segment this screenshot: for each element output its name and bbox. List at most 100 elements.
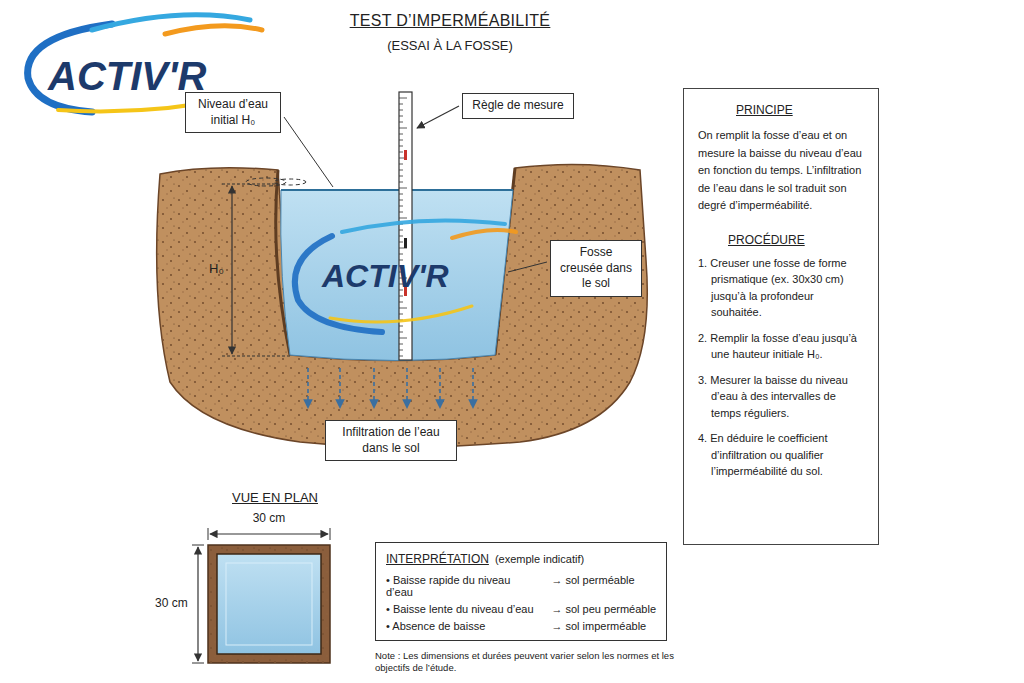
table-cell: • Baisse rapide du niveau d’eau xyxy=(386,574,537,598)
plan-pit-rim xyxy=(208,545,330,663)
plan-pit-texture xyxy=(208,545,330,663)
ruler-tick xyxy=(399,98,407,99)
ruler-tick xyxy=(399,236,403,237)
infiltration-arrow xyxy=(339,368,341,408)
callout-box: Infiltration de l’eau dans le sol xyxy=(325,420,457,461)
procedure-step: 3. Mesurer la baisse du niveau d’eau à d… xyxy=(698,372,864,422)
interpretation-box: INTERPRÉTATION (exemple indicatif) • Baiss… xyxy=(375,542,667,641)
infiltration-arrow xyxy=(307,368,309,408)
ruler-tick xyxy=(399,344,403,345)
dimension-line xyxy=(231,186,232,354)
leader-line xyxy=(284,117,333,187)
ruler-tick xyxy=(399,194,403,195)
ruler-tick xyxy=(399,104,403,105)
table-cell: • Absence de baisse xyxy=(386,620,537,632)
plan-pit-water xyxy=(217,554,321,654)
ruler-tick xyxy=(399,350,403,351)
dimension-line xyxy=(197,547,198,661)
note-text: Note : Les dimensions et durées peuvent … xyxy=(375,650,683,675)
ruler-tick xyxy=(399,302,403,303)
ruler-tick xyxy=(399,164,403,165)
dimension-label: 30 cm xyxy=(253,511,286,527)
logo-text: ACTIV'R xyxy=(48,50,206,102)
box-subheading: (exemple indicatif) xyxy=(495,553,584,565)
table-result: → sol perméable xyxy=(551,574,656,598)
infiltration-arrows xyxy=(308,368,473,408)
water-level-ring xyxy=(274,179,306,185)
logo-arc xyxy=(452,230,516,238)
panel-heading: PRINCIPE xyxy=(736,103,864,117)
procedure-step: 2. Remplir la fosse d’eau jusqu’à une ha… xyxy=(698,330,864,363)
logo-arc xyxy=(330,306,472,322)
ruler-tick xyxy=(399,356,403,357)
callout-text: Fosse creusée dans le sol xyxy=(557,245,635,292)
ruler-tick xyxy=(399,200,403,201)
interpretation-table: • Baisse rapide du niveau d’eau → sol per… xyxy=(386,574,656,632)
water-level-ring xyxy=(246,178,286,186)
table-result: → sol peu perméable xyxy=(551,603,656,615)
ruler-tick xyxy=(399,206,403,207)
dimension-tick xyxy=(192,545,204,546)
ruler-tick xyxy=(399,218,407,219)
ruler-tick xyxy=(399,122,403,123)
ruler-tick xyxy=(399,140,403,141)
ruler-tick xyxy=(399,314,403,315)
leader-line xyxy=(508,262,547,272)
ruler-tick xyxy=(399,116,403,117)
water-surface xyxy=(281,189,513,191)
ruler-tick xyxy=(399,242,403,243)
panel-heading: PROCÉDURE xyxy=(728,233,864,247)
dimension-tick xyxy=(222,356,290,357)
callout-box: Niveau d’eau initial H₀ xyxy=(185,92,281,133)
callout-box: Règle de mesure xyxy=(462,93,574,119)
infiltration-arrow xyxy=(439,368,441,408)
ruler-tick xyxy=(399,170,403,171)
callout-box: Fosse creusée dans le sol xyxy=(550,240,642,297)
ruler-tick xyxy=(399,230,403,231)
ruler-tick xyxy=(399,188,407,189)
water xyxy=(281,190,513,361)
procedure-step: 4. En déduire le coefficient d’infiltrat… xyxy=(698,430,864,480)
watermark-arcs xyxy=(295,220,516,332)
ruler-mark xyxy=(404,150,407,160)
dimension-label: H₀ xyxy=(209,261,224,278)
box-heading: INTERPRÉTATION xyxy=(386,552,489,566)
ruler-tick xyxy=(399,182,403,183)
dimension-label: 30 cm xyxy=(155,596,188,612)
ruler-tick xyxy=(399,134,403,135)
leader-line xyxy=(417,106,459,128)
info-panel: PRINCIPEOn remplit la fosse d’eau et on … xyxy=(683,88,879,545)
procedure-step: 1. Creuser une fosse de forme prismatiqu… xyxy=(698,255,864,321)
dimension-tick xyxy=(192,663,204,664)
ruler-tick xyxy=(399,326,403,327)
ruler-tick xyxy=(399,332,403,333)
callout-text: Niveau d’eau initial H₀ xyxy=(192,97,274,128)
infiltration-arrow xyxy=(373,368,375,408)
callout-text: Règle de mesure xyxy=(469,98,567,114)
ruler-tick xyxy=(399,338,407,339)
ruler-tick xyxy=(399,146,403,147)
diagram-title: TEST D’IMPERMÉABILITÉ xyxy=(290,12,610,30)
ruler-tick xyxy=(399,128,407,129)
diagram-subtitle: (ESSAI À LA FOSSE) xyxy=(387,38,513,55)
infiltration-arrow xyxy=(406,368,408,408)
dimension-tick xyxy=(208,528,209,540)
box-header: INTERPRÉTATION (exemple indicatif) xyxy=(386,549,656,567)
table-cell: • Baisse lente du niveau d’eau xyxy=(386,603,537,615)
ruler-mark xyxy=(404,238,407,248)
logo-arc xyxy=(165,26,262,34)
watermark: ACTIV'R xyxy=(322,256,449,298)
ruler-tick xyxy=(399,212,403,213)
ruler-tick xyxy=(399,254,403,255)
dimension-line xyxy=(210,533,328,534)
dimension-tick xyxy=(222,184,278,185)
ruler-tick xyxy=(399,296,403,297)
ruler-tick xyxy=(399,308,407,309)
ruler-tick xyxy=(399,110,403,111)
ruler-tick xyxy=(399,176,403,177)
view-title: VUE EN PLAN xyxy=(232,490,318,507)
dimension-tick xyxy=(330,528,331,540)
callout-text: Infiltration de l’eau dans le sol xyxy=(332,425,450,456)
infiltration-arrow xyxy=(472,368,474,408)
